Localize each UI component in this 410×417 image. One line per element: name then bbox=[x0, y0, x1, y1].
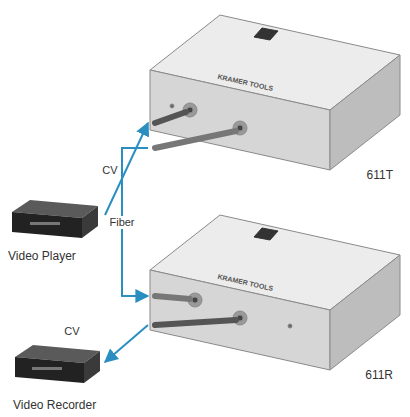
device-node: 611R bbox=[148, 212, 403, 384]
cable-plug bbox=[155, 296, 236, 325]
transmitter-housing bbox=[150, 15, 400, 170]
video-player-icon bbox=[12, 200, 98, 238]
cable-plug bbox=[155, 112, 236, 148]
receiver-housing bbox=[150, 215, 400, 370]
device-label: 611T bbox=[367, 168, 393, 182]
video-recorder-icon bbox=[15, 345, 100, 383]
device-label: Video Player bbox=[8, 249, 76, 263]
device-node: 611T bbox=[148, 12, 403, 184]
signal-label: CV bbox=[100, 164, 119, 177]
device-node: Video Player bbox=[5, 195, 105, 265]
device-label: 611R bbox=[365, 368, 393, 382]
cable-connector bbox=[105, 325, 148, 362]
signal-label: CV bbox=[62, 325, 81, 338]
device-node: Video Recorder bbox=[10, 338, 105, 414]
device-label: Video Recorder bbox=[13, 398, 96, 412]
signal-label: Fiber bbox=[107, 216, 136, 229]
